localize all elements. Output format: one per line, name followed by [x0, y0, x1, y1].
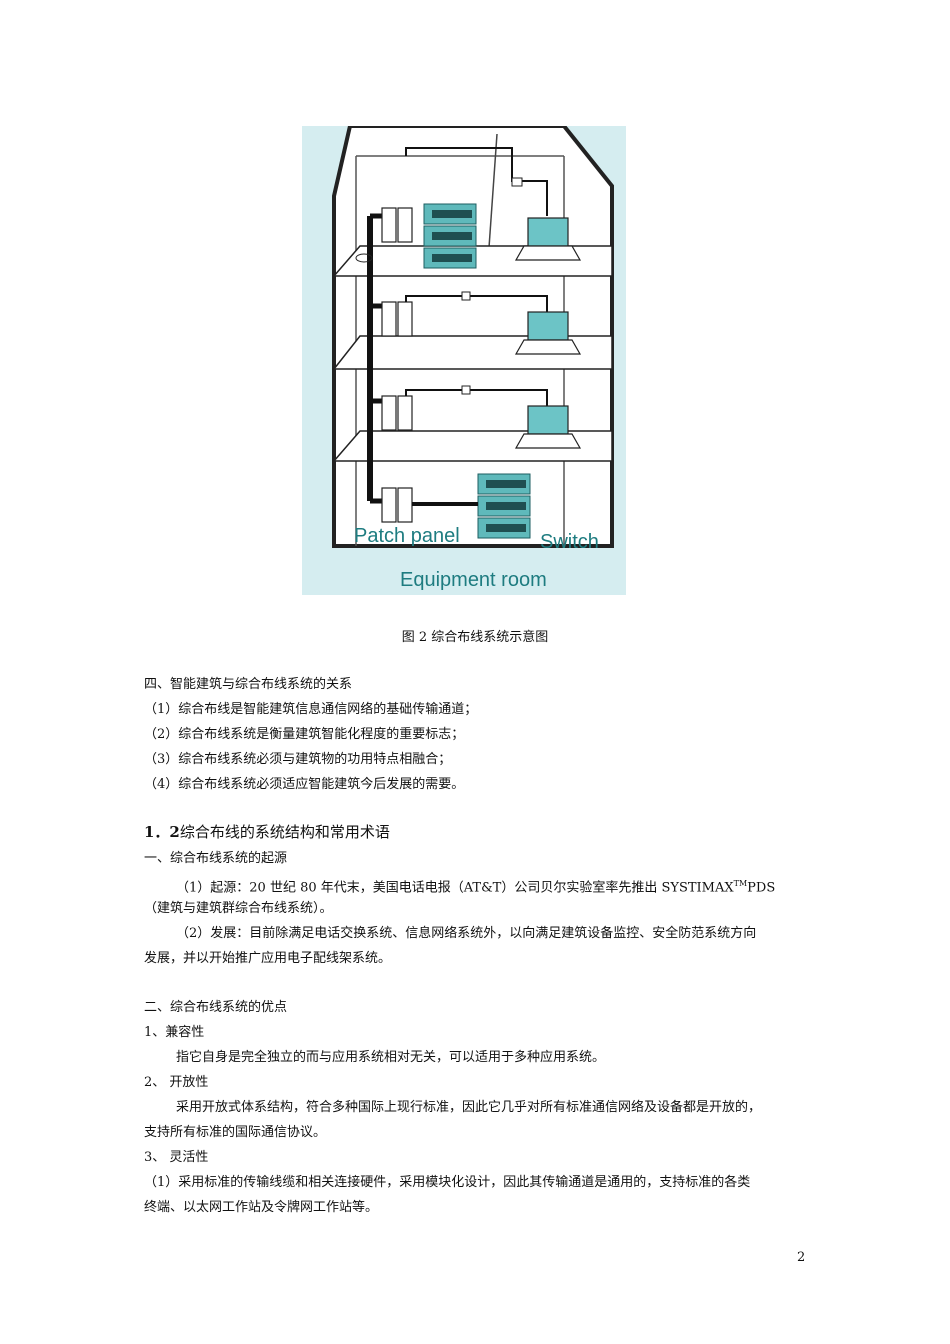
section4-item-3: （3）综合布线系统必须与建筑物的功用特点相融合； [144, 752, 452, 767]
cabling-diagram: Patch panel Switch Equipment room [302, 124, 626, 595]
origin-p1-end: PDS [747, 880, 776, 896]
adv2-title: 2、 开放性 [144, 1075, 209, 1090]
section-title: 1．2综合布线的系统结构和常用术语 [144, 822, 390, 842]
adv3-text-cont: 终端、以太网工作站及令牌网工作站等。 [144, 1200, 379, 1215]
advantages-heading: 二、综合布线系统的优点 [144, 1000, 288, 1015]
origin-p1-text: （1）起源：20 世纪 80 年代末，美国电话电报（AT&T）公司贝尔实验室率先… [176, 880, 734, 896]
adv3-text: （1）采用标准的传输线缆和相关连接硬件，采用模块化设计，因此其传输通道是通用的，… [144, 1175, 751, 1190]
adv2-text-cont: 支持所有标准的国际通信协议。 [144, 1125, 327, 1140]
section-title-text: 综合布线的系统结构和常用术语 [179, 823, 390, 841]
switch-label: Switch [540, 531, 599, 553]
origin-paragraph-2: （2）发展：目前除满足电话交换系统、信息网络系统外，以向满足建筑设备监控、安全防… [176, 926, 757, 941]
adv1-title: 1、兼容性 [144, 1025, 205, 1040]
trademark: TM [733, 879, 748, 888]
section4-heading: 四、智能建筑与综合布线系统的关系 [144, 677, 353, 692]
equipment-room-label: Equipment room [400, 569, 547, 591]
adv3-title: 3、 灵活性 [144, 1150, 209, 1165]
section4-item-4: （4）综合布线系统必须适应智能建筑今后发展的需要。 [144, 777, 465, 792]
origin-paragraph-2-cont: 发展，并以开始推广应用电子配线架系统。 [144, 951, 392, 966]
adv2-text: 采用开放式体系结构，符合多种国际上现行标准，因此它几乎对所有标准通信网络及设备都… [176, 1100, 762, 1115]
origin-paragraph-1: （1）起源：20 世纪 80 年代末，美国电话电报（AT&T）公司贝尔实验室率先… [176, 874, 775, 898]
patch-panel-label: Patch panel [354, 525, 460, 547]
section-number: 1．2 [144, 823, 180, 841]
origin-heading: 一、综合布线系统的起源 [144, 851, 288, 866]
section4-item-1: （1）综合布线是智能建筑信息通信网络的基础传输通道； [144, 702, 478, 717]
section4-item-2: （2）综合布线系统是衡量建筑智能化程度的重要标志； [144, 727, 465, 742]
building-illustration: Patch panel Switch Equipment room [302, 124, 626, 595]
figure-caption: 图 2 综合布线系统示意图 [401, 630, 549, 645]
page-number: 2 [797, 1250, 806, 1265]
origin-paragraph-1-cont: （建筑与建筑群综合布线系统）。 [144, 901, 333, 916]
adv1-text: 指它自身是完全独立的而与应用系统相对无关，可以适用于多种应用系统。 [176, 1050, 606, 1065]
